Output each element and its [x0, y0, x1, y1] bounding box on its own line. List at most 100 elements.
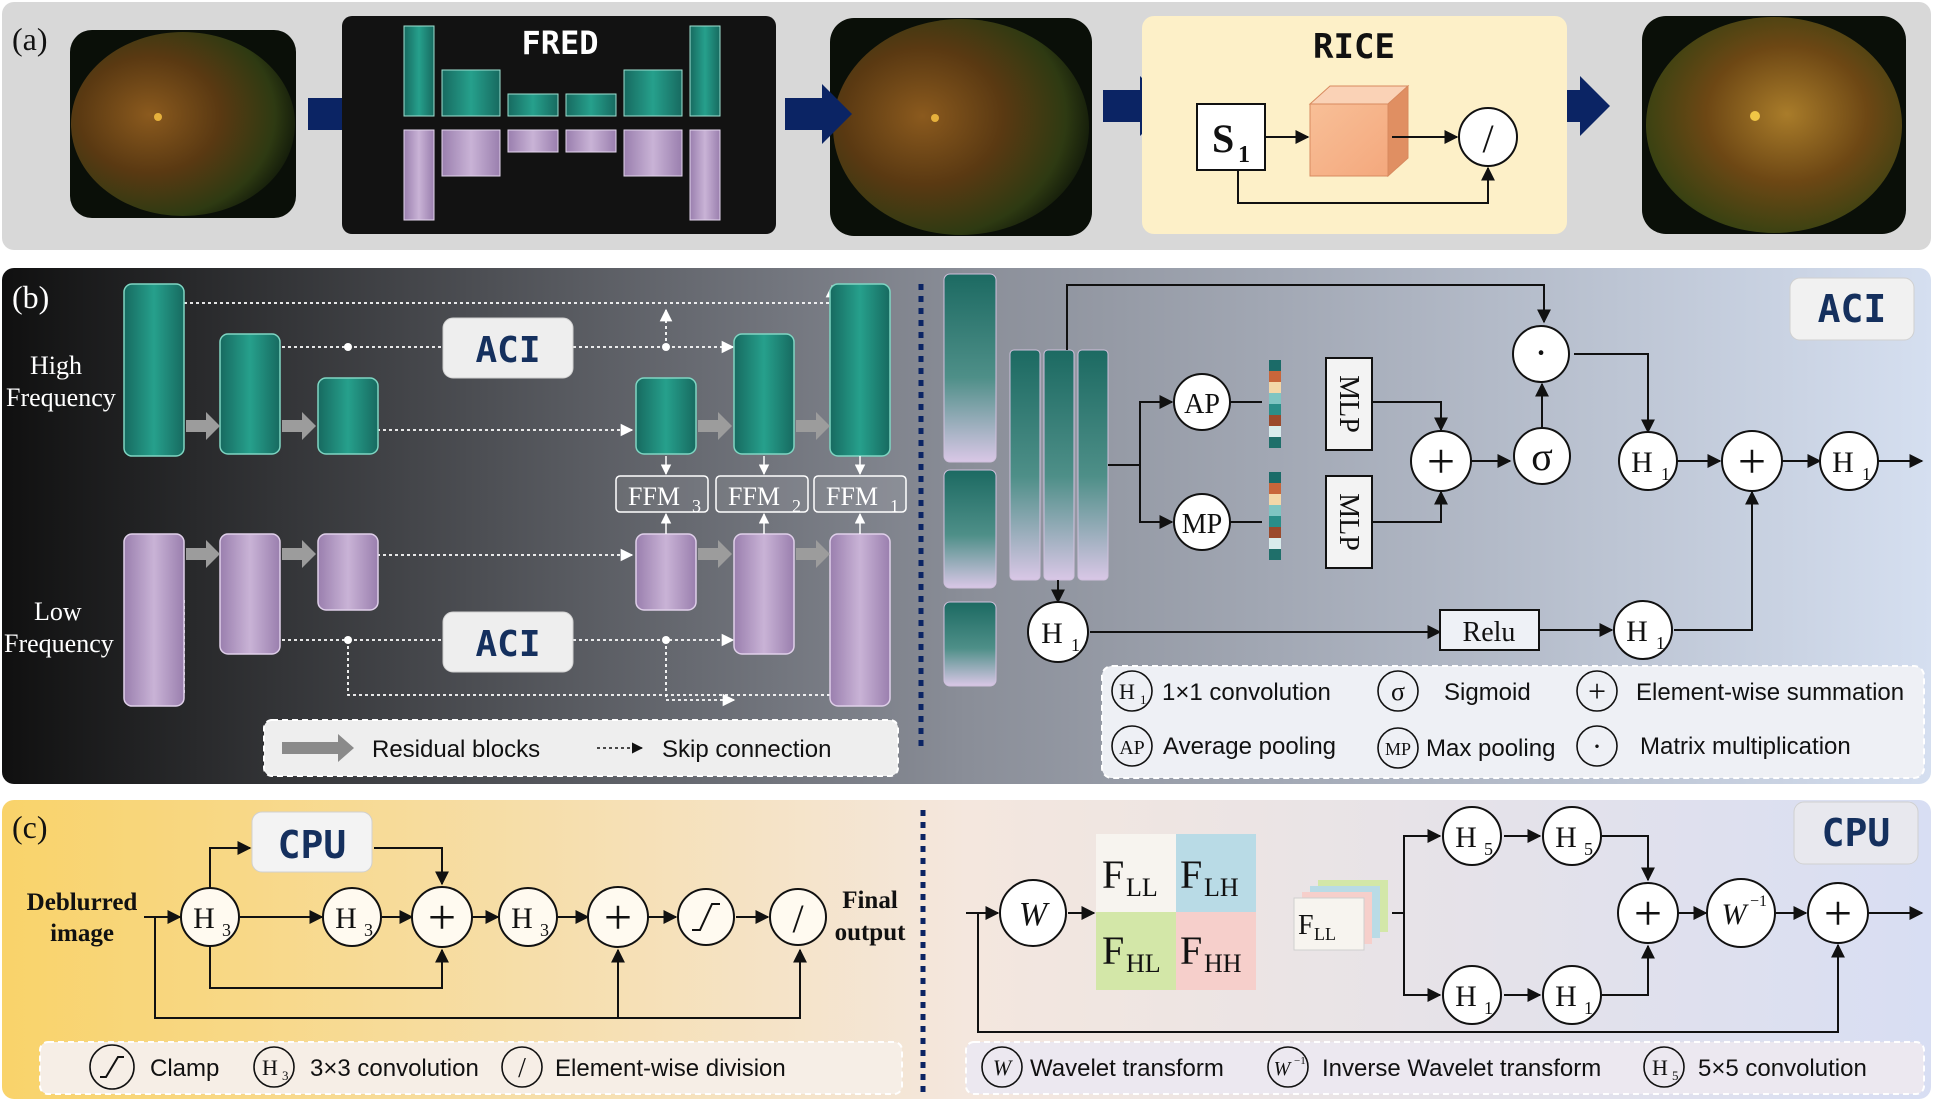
division-node-c — [769, 888, 827, 946]
s1-letter: S — [1212, 116, 1234, 161]
final-output-label-1: Final — [842, 887, 898, 914]
h1-sub-c1: 1 — [1484, 998, 1493, 1018]
h1-node-out — [1819, 431, 1879, 491]
division-symbol-c: / — [792, 896, 804, 941]
subband-hh — [1176, 912, 1256, 990]
legend-sigmoid: Sigmoid — [1444, 679, 1531, 706]
mlp-block-top: MLP — [1325, 357, 1373, 451]
ffm3-sub: 3 — [692, 496, 701, 516]
rice-module: RICE S 1 / — [1142, 16, 1567, 234]
aci-box-high: ACI — [442, 317, 574, 379]
legend-h5-symbol: H — [1652, 1055, 1668, 1080]
fundus-image-decomposed — [830, 18, 1092, 236]
h3-node-3 — [498, 887, 558, 947]
h1-node-branch — [1027, 601, 1089, 663]
sum-symbol-c4: + — [1824, 885, 1852, 941]
h3-sub-1: 3 — [222, 920, 231, 940]
aci-label-high: ACI — [475, 330, 540, 371]
sum-node-c4 — [1807, 882, 1869, 944]
subband-lh — [1176, 834, 1256, 912]
channel-cell — [1269, 415, 1281, 426]
ffm2-sub: 2 — [792, 496, 801, 516]
cpu-title-box — [1793, 801, 1919, 865]
cpu-label-left: CPU — [278, 823, 347, 867]
legend-residual-blocks: Residual blocks — [372, 736, 540, 763]
wavelet-subbands: F LL F LH F HL F HH — [1096, 834, 1256, 990]
legend-mp: Max pooling — [1426, 735, 1555, 762]
panel-a-label: (a) — [12, 21, 48, 57]
matmul-symbol: · — [1534, 330, 1547, 375]
sum-symbol-2: + — [1738, 433, 1766, 489]
h5-text-1: H — [1455, 821, 1477, 854]
legend-ap-symbol: AP — [1119, 737, 1145, 759]
panel-c: (c) CPU CPU Deblurred image Final output — [2, 800, 1931, 1099]
ffm1-label: FFM — [826, 482, 878, 511]
legend-ap: Average pooling — [1163, 733, 1336, 760]
sum-symbol-c1: + — [428, 889, 456, 945]
cpu-detail: W F LL F LH F HL F HH — [965, 806, 1925, 1095]
aci-title-box — [1789, 277, 1915, 341]
mlp-block-bottom: MLP — [1325, 475, 1373, 569]
panel-a: (a) FRED — [2, 2, 1931, 250]
sigmoid-node — [1513, 427, 1571, 485]
legend-dot-symbol: · — [1592, 730, 1602, 763]
ffm1-sub: 1 — [890, 496, 899, 516]
channel-cell — [1269, 516, 1281, 527]
clamp-icon — [692, 903, 720, 931]
relu-text: Relu — [1463, 617, 1516, 648]
legend-sum: Element-wise summation — [1636, 679, 1904, 706]
subband-hl — [1096, 912, 1176, 990]
legend-h3-symbol: H — [262, 1055, 278, 1080]
sum-symbol-c3: + — [1634, 885, 1662, 941]
ffm2-label: FFM — [728, 482, 780, 511]
mp-node — [1173, 493, 1231, 551]
h1-sub-branch: 1 — [1071, 635, 1080, 655]
legend-aci: H 1 1×1 convolution σ Sigmoid + Element-… — [1101, 665, 1925, 779]
h1-text-c2: H — [1555, 980, 1577, 1013]
rice-title: RICE — [1313, 27, 1395, 67]
panel-c-background — [2, 800, 1931, 1099]
legend-sigma-symbol: σ — [1391, 677, 1405, 706]
legend-clamp-icon — [100, 1056, 124, 1078]
channel-cell — [1269, 494, 1281, 505]
h3-node-1 — [180, 887, 240, 947]
hl-sub: HL — [1126, 949, 1161, 978]
rice-cube — [1308, 84, 1410, 178]
legend-wavelet: Wavelet transform — [1030, 1055, 1224, 1082]
legend-skip-connection: Skip connection — [662, 736, 831, 763]
h1-sub-out: 1 — [1862, 464, 1871, 484]
h3-sub-2: 3 — [364, 920, 373, 940]
hh-sub: HH — [1204, 949, 1242, 978]
panel-c-label: (c) — [12, 809, 48, 845]
ap-node — [1173, 373, 1231, 431]
final-output-label-2: output — [835, 919, 907, 946]
wavelet-node — [999, 879, 1067, 947]
sum-node-c1 — [411, 886, 473, 948]
mp-text: MP — [1182, 509, 1222, 540]
channel-cell — [1269, 538, 1281, 549]
h3-text-3: H — [511, 902, 533, 935]
lh-f: F — [1180, 852, 1202, 897]
h5-node-1 — [1442, 806, 1502, 866]
legend-h1-symbol: H — [1119, 679, 1135, 704]
h3-sub-3: 3 — [540, 920, 549, 940]
legend-conv5: 5×5 convolution — [1698, 1055, 1867, 1082]
deblurred-label-1: Deblurred — [27, 889, 138, 916]
inverse-wavelet-sup: −1 — [1750, 893, 1767, 910]
aci-title: ACI — [1818, 287, 1887, 331]
channel-cell — [1269, 393, 1281, 404]
channel-cell — [1269, 483, 1281, 494]
lh-sub: LH — [1204, 873, 1239, 902]
hl-f: F — [1102, 928, 1124, 973]
aci-box-low: ACI — [442, 611, 574, 673]
sigmoid-symbol: σ — [1531, 434, 1553, 479]
h5-node-2 — [1542, 806, 1602, 866]
wavelet-symbol: W — [1019, 896, 1050, 933]
high-frequency-label-2: Frequency — [6, 383, 116, 412]
h1-text-branch: H — [1041, 617, 1063, 650]
stack-f: F — [1298, 910, 1314, 941]
channel-cell — [1269, 360, 1281, 371]
subband-ll — [1096, 834, 1176, 912]
h1-text-out: H — [1832, 446, 1854, 479]
